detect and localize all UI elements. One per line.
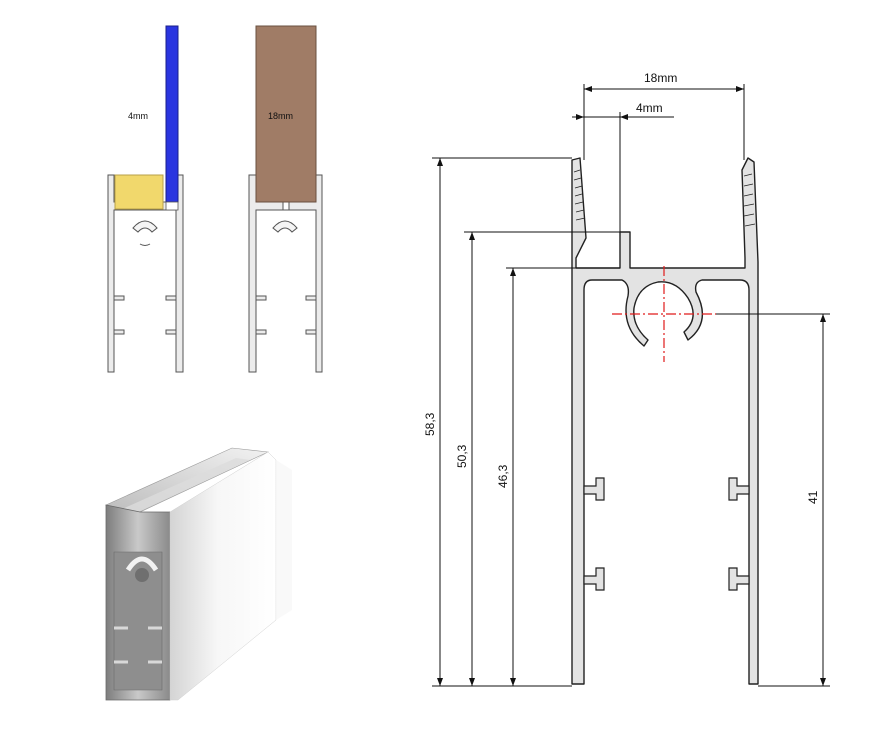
technical-profile-drawing: 18mm 4mm 58,3 50,3 46,3 41	[423, 71, 830, 687]
glass-pane	[165, 25, 179, 203]
right-wall-serrations	[743, 173, 756, 227]
panel-profile-diagram: 18mm	[248, 25, 323, 373]
glass-thickness-label: 4mm	[128, 111, 148, 121]
dimension-center-height: 41	[806, 490, 820, 504]
profile-3d-render	[105, 447, 292, 701]
dimension-top-width: 18mm	[644, 71, 677, 85]
dimension-body-height: 46,3	[496, 464, 510, 488]
profile-teeth	[583, 477, 750, 591]
dimension-total-height: 58,3	[423, 412, 437, 436]
panel-thickness-label: 18mm	[268, 111, 293, 121]
dimension-inner-width: 4mm	[636, 101, 663, 115]
center-marks	[612, 266, 716, 362]
profile-cross-section	[571, 157, 759, 685]
glass-profile-diagram: 4mm	[107, 25, 184, 373]
wood-panel	[255, 25, 317, 203]
filler-insert	[114, 174, 164, 210]
profile-outline-right	[248, 174, 323, 373]
dimension-lines	[432, 84, 830, 687]
left-wall-serrations	[573, 169, 586, 221]
profile-outline-left	[107, 174, 184, 373]
dimension-arrows	[437, 86, 826, 686]
dimension-inner-height: 50,3	[455, 444, 469, 468]
